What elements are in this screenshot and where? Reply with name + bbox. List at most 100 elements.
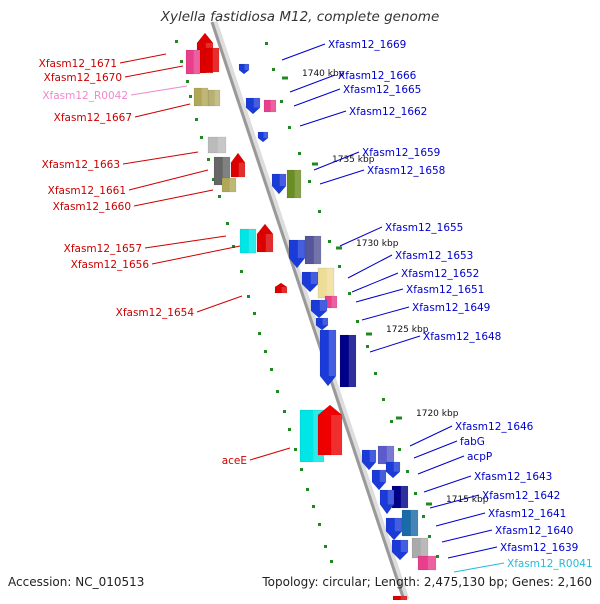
gene-arrow[interactable] bbox=[361, 449, 377, 471]
leader-line-right bbox=[355, 288, 404, 303]
guide-dot-left bbox=[288, 428, 291, 431]
gene-label-left[interactable]: Xfasm12_1660 bbox=[53, 201, 131, 213]
leader-line-left bbox=[151, 245, 241, 265]
guide-dot-right bbox=[356, 320, 359, 323]
leader-line-right bbox=[417, 455, 465, 475]
genes-layer bbox=[185, 32, 437, 601]
gene-shade bbox=[297, 240, 305, 258]
gene-label-left[interactable]: Xfasm12_1667 bbox=[54, 112, 132, 124]
guide-dot-right bbox=[328, 240, 331, 243]
gene-arrow[interactable] bbox=[317, 404, 343, 456]
gene-arrow[interactable] bbox=[339, 334, 357, 388]
leader-line-left bbox=[134, 103, 191, 118]
gene-label-right[interactable]: Xfasm12_1659 bbox=[362, 147, 440, 159]
gene-shade bbox=[313, 236, 321, 264]
leaders-layer bbox=[119, 43, 505, 573]
gene-label-right[interactable]: Xfasm12_1641 bbox=[488, 508, 566, 520]
guide-dot-left bbox=[264, 350, 267, 353]
gene-arrow[interactable] bbox=[401, 509, 419, 537]
gene-arrow[interactable] bbox=[274, 282, 288, 294]
gene-label-left[interactable]: Xfasm12_1654 bbox=[116, 307, 195, 319]
gene-label-right[interactable]: Xfasm12_1648 bbox=[423, 331, 501, 343]
gene-label-left[interactable]: Xfasm12_1657 bbox=[64, 243, 142, 255]
topology-text: Topology: circular; Length: 2,475,130 bp… bbox=[262, 575, 592, 589]
gene-arrow[interactable] bbox=[256, 223, 274, 253]
leader-line-right bbox=[281, 43, 326, 61]
gene-arrow[interactable] bbox=[193, 87, 209, 107]
gene-label-right[interactable]: Xfasm12_1666 bbox=[338, 70, 417, 82]
gene-arrow[interactable] bbox=[263, 99, 277, 113]
leader-line-left bbox=[119, 53, 167, 64]
gene-shade bbox=[420, 538, 428, 558]
gene-arrow[interactable] bbox=[221, 177, 237, 193]
guide-dot-left bbox=[186, 80, 189, 83]
gene-arrow[interactable] bbox=[271, 173, 287, 195]
backbone-shadow bbox=[210, 20, 410, 602]
gene-label-left[interactable]: Xfasm12_1656 bbox=[71, 259, 150, 271]
gene-arrow[interactable] bbox=[391, 539, 409, 561]
gene-arrow[interactable] bbox=[238, 63, 250, 75]
gene-arrow[interactable] bbox=[385, 517, 403, 541]
leader-line-left bbox=[128, 169, 209, 191]
leader-line-right bbox=[429, 494, 480, 509]
accession-text: Accession: NC_010513 bbox=[8, 575, 145, 589]
gene-arrow[interactable] bbox=[239, 228, 257, 254]
gene-arrow[interactable] bbox=[379, 489, 395, 515]
guide-dot-right bbox=[382, 398, 385, 401]
gene-arrow[interactable] bbox=[230, 152, 246, 178]
gene-label-right[interactable]: Xfasm12_1652 bbox=[401, 268, 479, 280]
gene-arrow[interactable] bbox=[204, 47, 220, 73]
gene-label-right[interactable]: Xfasm12_1653 bbox=[395, 250, 473, 262]
gene-arrow[interactable] bbox=[417, 555, 437, 571]
gene-arrow[interactable] bbox=[245, 97, 261, 115]
gene-label-right[interactable]: Xfasm12_1639 bbox=[500, 542, 578, 554]
gene-label-right[interactable]: Xfasm12_1665 bbox=[343, 84, 421, 96]
gene-label-right[interactable]: Xfasm12_1642 bbox=[482, 490, 560, 502]
gene-label-left[interactable]: Xfasm12_1661 bbox=[48, 185, 126, 197]
gene-label-right[interactable]: fabG bbox=[460, 436, 485, 448]
gene-label-right[interactable]: Xfasm12_1643 bbox=[474, 471, 552, 483]
gene-label-left[interactable]: aceE bbox=[222, 455, 247, 467]
gene-label-right[interactable]: Xfasm12_1669 bbox=[328, 39, 406, 51]
gene-label-right[interactable]: Xfasm12_1649 bbox=[412, 302, 490, 314]
gene-arrow[interactable] bbox=[301, 271, 319, 293]
gene-label-left[interactable]: Xfasm12_1671 bbox=[39, 58, 117, 70]
guide-dot-left bbox=[318, 523, 321, 526]
gene-label-left[interactable]: Xfasm12_1670 bbox=[44, 72, 122, 84]
gene-arrow[interactable] bbox=[371, 469, 387, 491]
gene-label-right[interactable]: Xfasm12_1651 bbox=[406, 284, 484, 296]
gene-shade bbox=[331, 296, 337, 308]
leader-line-right bbox=[319, 169, 365, 185]
guide-dot-right bbox=[414, 492, 417, 495]
gene-label-right[interactable]: Xfasm12_1658 bbox=[367, 165, 445, 177]
gene-arrow[interactable] bbox=[304, 235, 322, 265]
leader-line-right bbox=[361, 306, 410, 321]
gene-arrow[interactable] bbox=[310, 299, 328, 319]
gene-shade bbox=[229, 178, 236, 192]
gene-arrow[interactable] bbox=[257, 131, 269, 143]
gene-arrow[interactable] bbox=[185, 49, 201, 75]
gene-shade bbox=[386, 446, 394, 464]
gene-label-right[interactable]: Xfasm12_1646 bbox=[455, 421, 534, 433]
gene-label-right[interactable]: Xfasm12_1662 bbox=[349, 106, 427, 118]
guide-dot-left bbox=[200, 136, 203, 139]
gene-label-right[interactable]: acpP bbox=[467, 451, 492, 463]
gene-shade bbox=[279, 174, 286, 186]
leader-line-right bbox=[299, 110, 347, 127]
gene-arrow[interactable] bbox=[319, 329, 337, 387]
leader-line-right bbox=[447, 546, 498, 559]
gene-shade bbox=[214, 90, 220, 106]
gene-shade bbox=[248, 229, 256, 253]
gene-arrow[interactable] bbox=[315, 317, 329, 331]
gene-label-right[interactable]: Xfasm12_1640 bbox=[495, 525, 573, 537]
gene-arrow[interactable] bbox=[288, 239, 306, 269]
gene-label-left[interactable]: Xfasm12_R0042 bbox=[42, 90, 128, 102]
gene-label-right[interactable]: Xfasm12_R0041 bbox=[507, 558, 593, 570]
gene-arrow[interactable] bbox=[207, 136, 227, 154]
gene-label-right[interactable]: Xfasm12_1655 bbox=[385, 222, 463, 234]
guide-dot-left bbox=[189, 95, 192, 98]
gene-arrow[interactable] bbox=[286, 169, 302, 199]
leader-line-right bbox=[351, 272, 399, 293]
gene-label-left[interactable]: Xfasm12_1663 bbox=[42, 159, 120, 171]
gene-shade bbox=[393, 462, 400, 472]
